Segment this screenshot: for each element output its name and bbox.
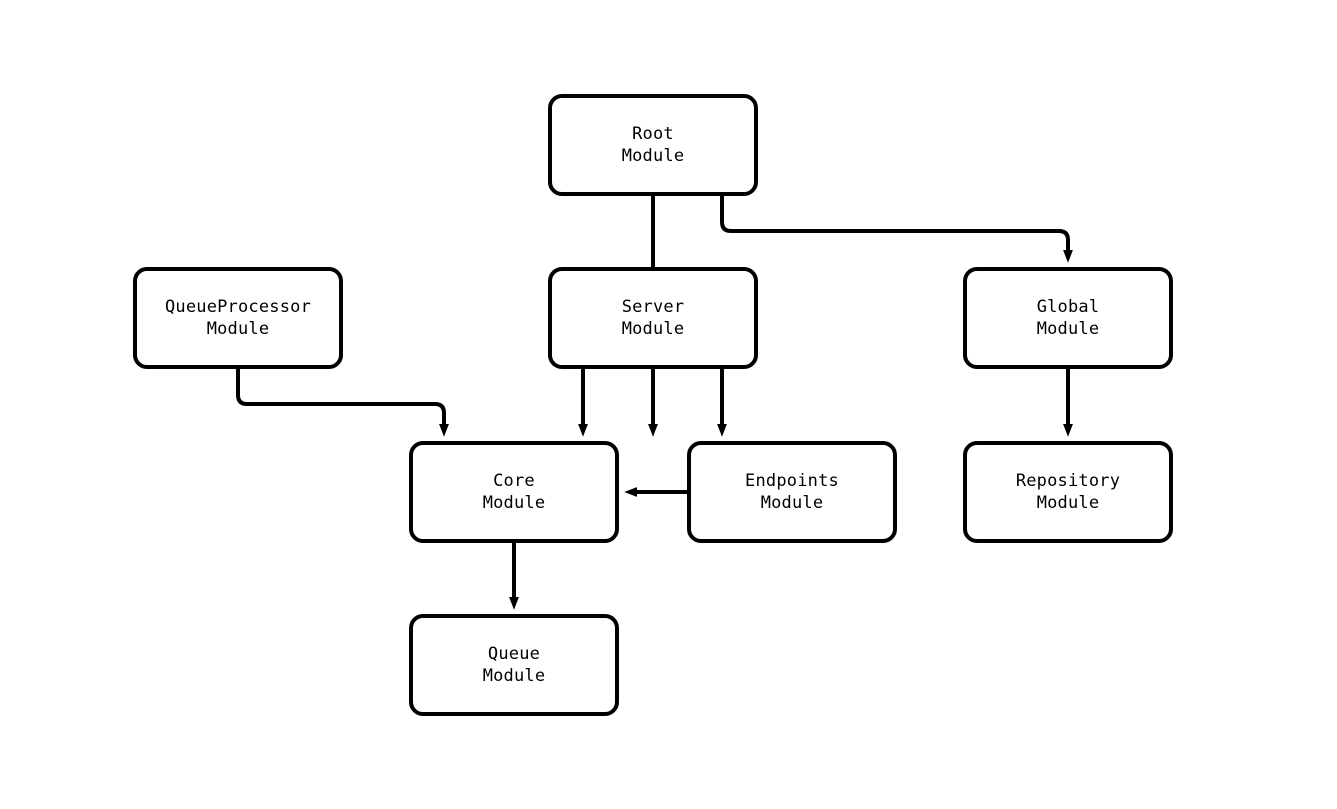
node-root-module[interactable]: Root Module: [548, 94, 758, 196]
node-endpoints-module-label-line2: Module: [760, 493, 824, 513]
node-queueprocessor-module[interactable]: QueueProcessor Module: [133, 267, 343, 369]
edge-root-to-global: [720, 196, 1073, 263]
node-repository-module-label-line1: Repository: [1015, 471, 1121, 491]
node-endpoints-module[interactable]: Endpoints Module: [687, 441, 897, 543]
node-queue-module-label-line1: Queue: [487, 644, 541, 664]
node-queueprocessor-module-label-line2: Module: [206, 319, 270, 339]
node-queueprocessor-module-label-line1: QueueProcessor: [164, 297, 312, 317]
node-queue-module-label-line2: Module: [482, 666, 546, 686]
node-repository-module-label-line2: Module: [1036, 493, 1100, 513]
node-global-module[interactable]: Global Module: [963, 267, 1173, 369]
node-global-module-label-line1: Global: [1036, 297, 1100, 317]
node-endpoints-module-label-line1: Endpoints: [745, 471, 839, 491]
node-core-module-label-line2: Module: [482, 493, 546, 513]
node-server-module-label-line1: Server: [621, 297, 685, 317]
node-server-module[interactable]: Server Module: [548, 267, 758, 369]
node-queue-module[interactable]: Queue Module: [409, 614, 619, 716]
node-root-module-label-line2: Module: [621, 146, 685, 166]
node-root-module-label-line1: Root: [632, 124, 674, 144]
node-core-module-label-line1: Core: [493, 471, 535, 491]
edge-queueprocessor-to-core: [236, 369, 449, 437]
node-server-module-label-line2: Module: [621, 319, 685, 339]
node-global-module-label-line2: Module: [1036, 319, 1100, 339]
node-core-module[interactable]: Core Module: [409, 441, 619, 543]
node-repository-module[interactable]: Repository Module: [963, 441, 1173, 543]
